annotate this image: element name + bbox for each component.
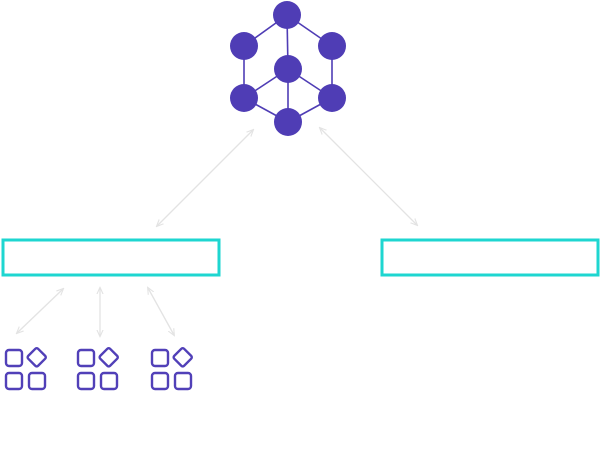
hub-node: [318, 32, 346, 60]
left-box: [1, 238, 221, 277]
hub-node: [230, 32, 258, 60]
hub-node: [273, 1, 301, 29]
hub-node: [274, 108, 302, 136]
right-box: [380, 238, 600, 277]
hub-node: [274, 55, 302, 83]
connector-box-app-3: [148, 288, 174, 335]
network-cube-icon: [230, 1, 346, 136]
connector-hub-left: [157, 130, 253, 226]
apps-grid-icon: [4, 347, 47, 391]
apps-grid-icon: [76, 347, 119, 391]
connector-box-app-1: [17, 289, 63, 333]
hub-connectors: [157, 128, 417, 226]
hub-node: [230, 84, 258, 112]
apps-grid-icon: [150, 347, 193, 391]
hub-node: [318, 84, 346, 112]
connector-hub-right: [320, 128, 417, 225]
app-connectors: [17, 288, 174, 336]
